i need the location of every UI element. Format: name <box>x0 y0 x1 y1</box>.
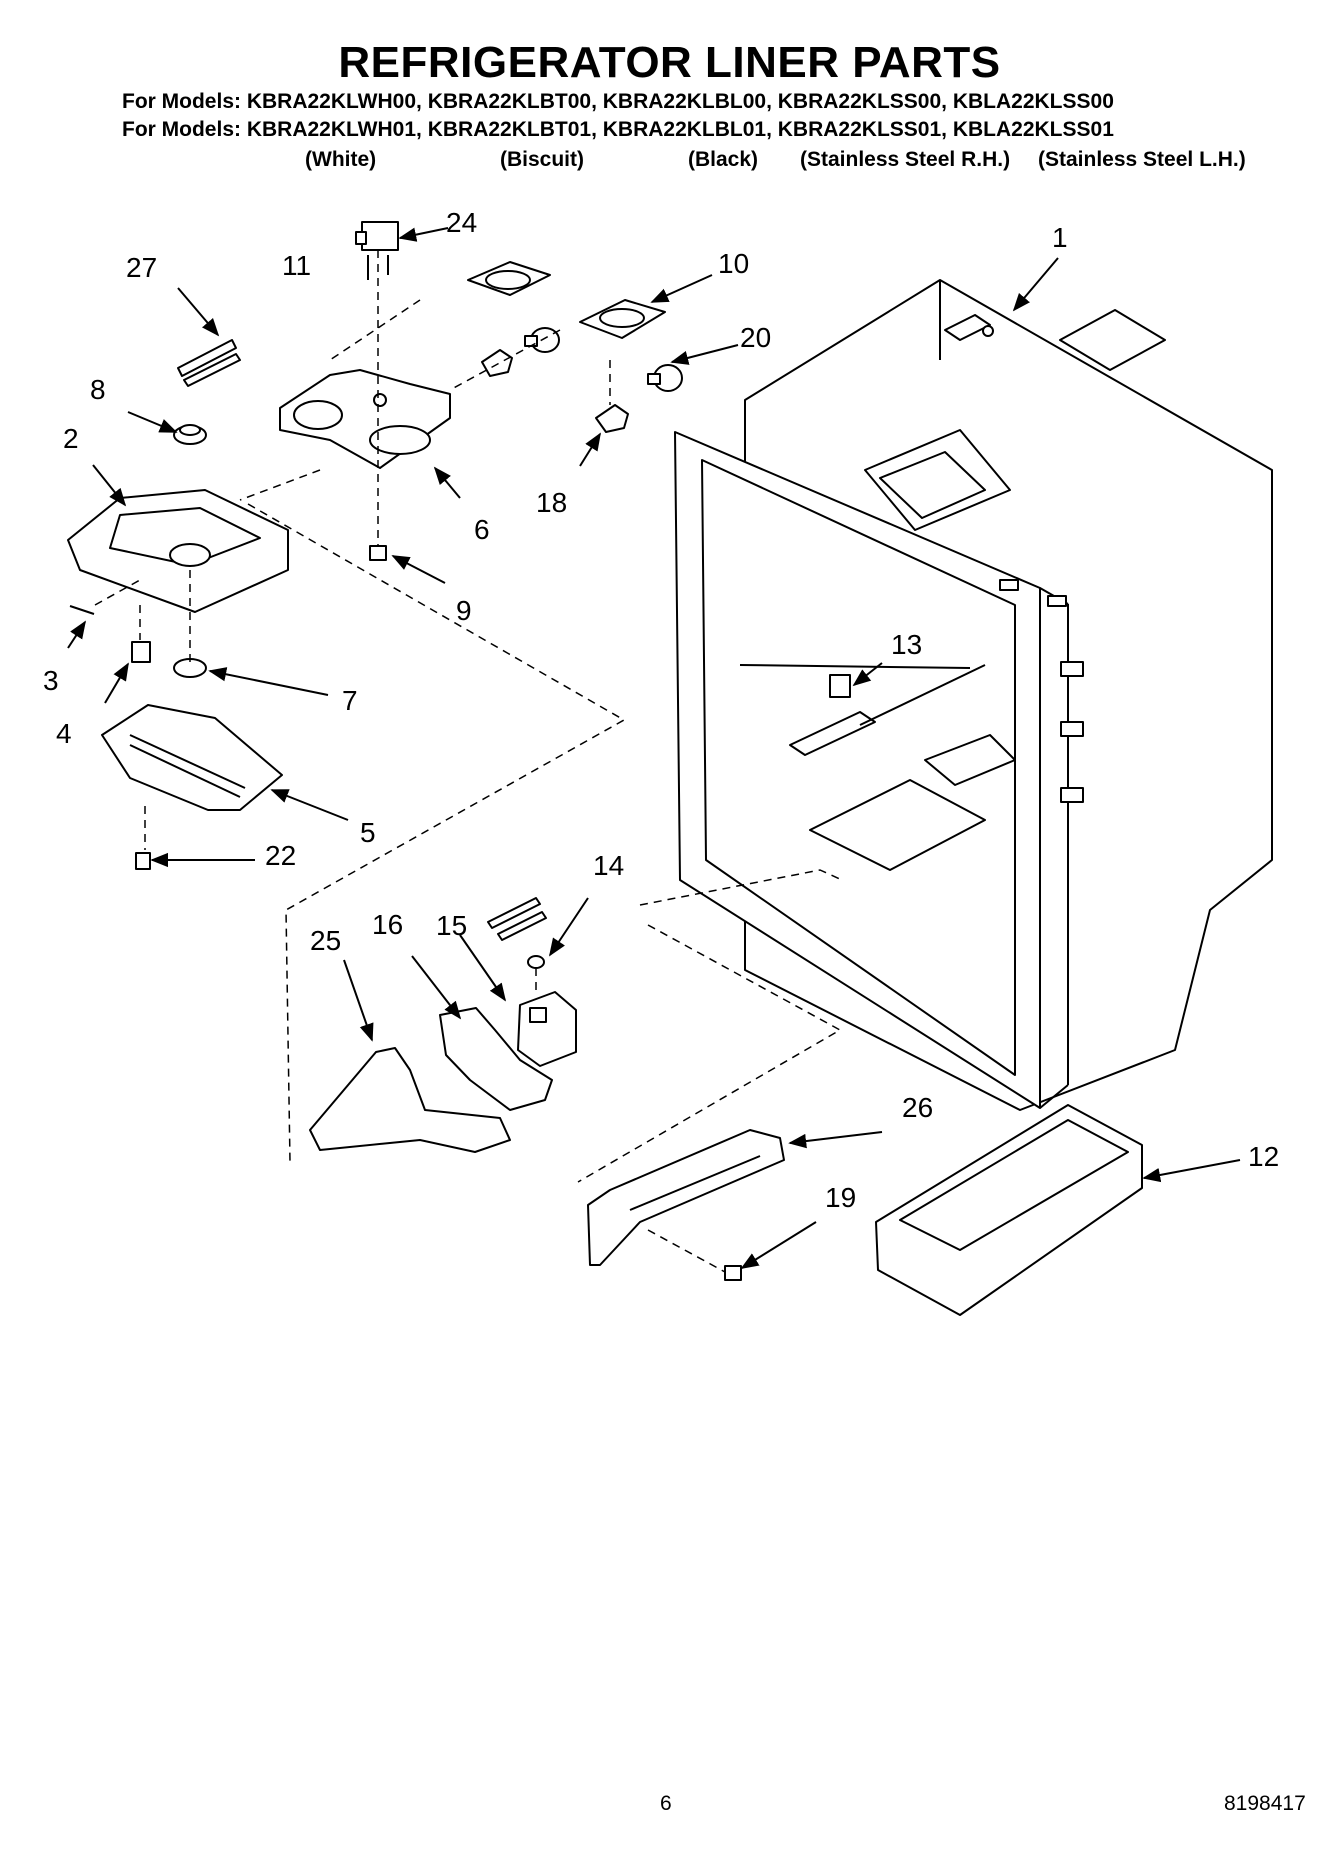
water-valve <box>517 991 577 1067</box>
callout-1: 1 <box>1052 222 1068 253</box>
callout-18: 18 <box>536 487 567 518</box>
control-cover <box>101 704 283 811</box>
callout-22: 22 <box>265 840 296 871</box>
variant-black: (Black) <box>688 148 759 171</box>
callout-3: 3 <box>43 665 59 696</box>
gasket-strip-small <box>487 897 547 941</box>
callout-7: 7 <box>342 685 358 716</box>
light-lens-left <box>467 261 551 296</box>
page-number: 6 <box>660 1792 672 1815</box>
callout-14: 14 <box>593 850 624 881</box>
assembly-guide-lines <box>94 250 843 1273</box>
screw-22 <box>135 852 151 870</box>
callout-8: 8 <box>90 374 106 405</box>
callout-13: 13 <box>891 629 922 660</box>
callout-19: 19 <box>825 1182 856 1213</box>
callout-24: 24 <box>446 207 477 238</box>
light-socket-left <box>481 349 513 377</box>
light-housing-plate <box>279 369 451 469</box>
chute <box>309 1047 511 1153</box>
screw-19 <box>724 1265 742 1281</box>
door-switch <box>131 641 151 663</box>
callout-numbers: 1 2 3 4 5 6 7 8 9 10 11 12 13 14 15 16 1… <box>43 207 1279 1213</box>
shelf-bracket <box>829 674 851 698</box>
light-bulb-right <box>647 364 683 392</box>
seal-strip <box>69 605 95 615</box>
light-lens-right <box>579 299 666 339</box>
callout-27: 27 <box>126 252 157 283</box>
fan-motor-assembly <box>355 221 399 280</box>
grommet-14 <box>527 955 545 969</box>
page-title: REFRIGERATOR LINER PARTS <box>338 38 1001 87</box>
light-bulb-left <box>524 327 560 353</box>
liner-cabinet <box>674 279 1273 1111</box>
callout-11: 11 <box>282 250 311 281</box>
control-housing <box>67 489 289 613</box>
callout-2: 2 <box>63 423 79 454</box>
clip <box>369 545 387 561</box>
callout-5: 5 <box>360 817 376 848</box>
damper-gear <box>173 424 207 445</box>
models-line-2: For Models: KBRA22KLWH01, KBRA22KLBT01, … <box>122 118 1114 141</box>
door-bin <box>875 1104 1143 1316</box>
callout-20: 20 <box>740 322 771 353</box>
callout-16: 16 <box>372 909 403 940</box>
callout-12: 12 <box>1248 1141 1279 1172</box>
light-socket-right <box>595 404 629 433</box>
document-number: 8198417 <box>1224 1792 1306 1815</box>
variant-white: (White) <box>305 148 377 171</box>
callout-25: 25 <box>310 925 341 956</box>
gasket-strip <box>177 339 241 387</box>
callout-4: 4 <box>56 718 72 749</box>
variant-stainless-lh: (Stainless Steel L.H.) <box>1038 148 1246 171</box>
callout-arrows <box>67 227 1241 1269</box>
models-line-1: For Models: KBRA22KLWH00, KBRA22KLBT00, … <box>122 90 1114 113</box>
callout-9: 9 <box>456 595 472 626</box>
valve-housing <box>439 1007 553 1111</box>
callout-10: 10 <box>718 248 749 279</box>
callout-15: 15 <box>436 910 467 941</box>
callout-6: 6 <box>474 514 490 545</box>
variant-biscuit: (Biscuit) <box>500 148 584 171</box>
callout-26: 26 <box>902 1092 933 1123</box>
crisper-rail <box>587 1129 785 1266</box>
variant-stainless-rh: (Stainless Steel R.H.) <box>800 148 1011 171</box>
